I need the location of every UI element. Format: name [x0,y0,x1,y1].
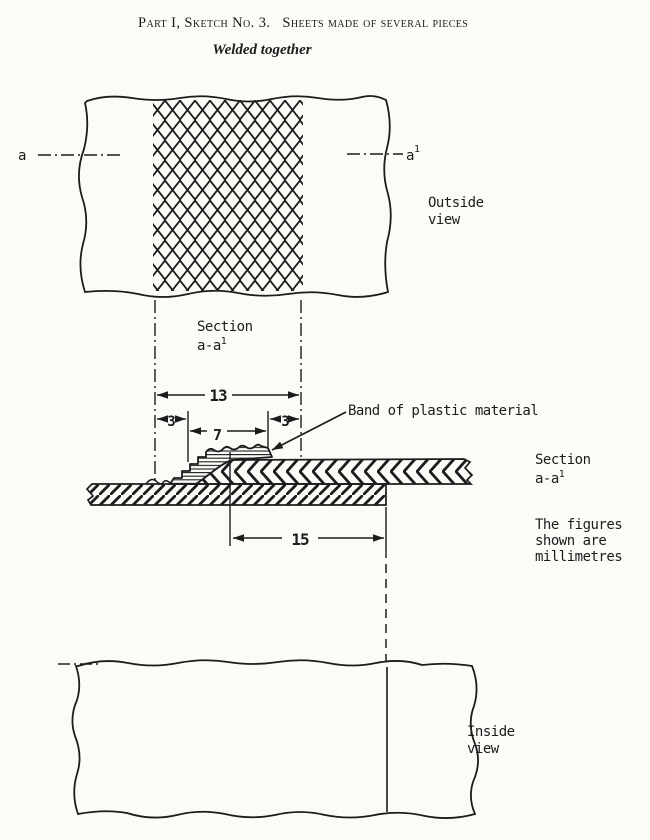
inside-view-label-line1: Inside [467,724,515,740]
dimension-area: Section a-a1 13 3 7 3 Band of plastic ma… [154,300,539,483]
section-label-top-line2: a-a1 [197,336,227,354]
section-label-right-line2: a-a1 [535,469,565,487]
page-subtitle: Welded together [212,42,311,58]
dim7-value: 7 [213,426,221,444]
dim13-value: 13 [209,386,227,405]
lower-sheet-section [85,483,387,506]
outside-view-label-line2: view [428,212,461,228]
page-title: Part I, Sketch No. 3. Sheets made of seve… [138,15,468,31]
band-leader-line [271,411,347,451]
section-label-top-base: a-a [197,338,221,354]
note-line2: shown are [535,533,606,549]
plastic-band-section [169,443,273,485]
outside-sheet-outline [78,95,392,298]
marker-a-left: a [18,148,26,164]
section-label-top-sup: 1 [221,336,227,347]
section-label-top-line1: Section [197,319,253,335]
section-label-right-base: a-a [535,471,559,487]
outside-view: a a1 Outside view [18,95,484,298]
section-label-right-sup: 1 [559,469,565,480]
weld-crosshatch-band [153,100,303,291]
outside-view-label-line1: Outside [428,195,484,211]
band-feather-edge [145,478,171,485]
inside-view-label-line2: view [467,741,500,757]
dim3l-value: 3 [167,414,175,430]
marker-a-right: a1 [406,144,420,164]
band-annotation: Band of plastic material [348,403,538,419]
dim15-value: 15 [291,530,309,549]
marker-a-right-base: a [406,148,414,164]
section-label-right-line1: Section [535,452,591,468]
section-view: 15 Section a-a1 The figures shown are mi… [85,443,623,565]
inside-view: Inside view [58,659,515,819]
note-line3: millimetres [535,549,622,565]
title-part: Part I, Sketch No. 3. [138,15,270,31]
upper-sheet-section [193,458,474,485]
dim3r-value: 3 [281,414,289,430]
title-subject: Sheets made of several pieces [282,15,468,31]
marker-a-right-sup: 1 [414,144,420,155]
note-line1: The figures [535,517,622,533]
inside-sheet-outline [71,659,479,819]
